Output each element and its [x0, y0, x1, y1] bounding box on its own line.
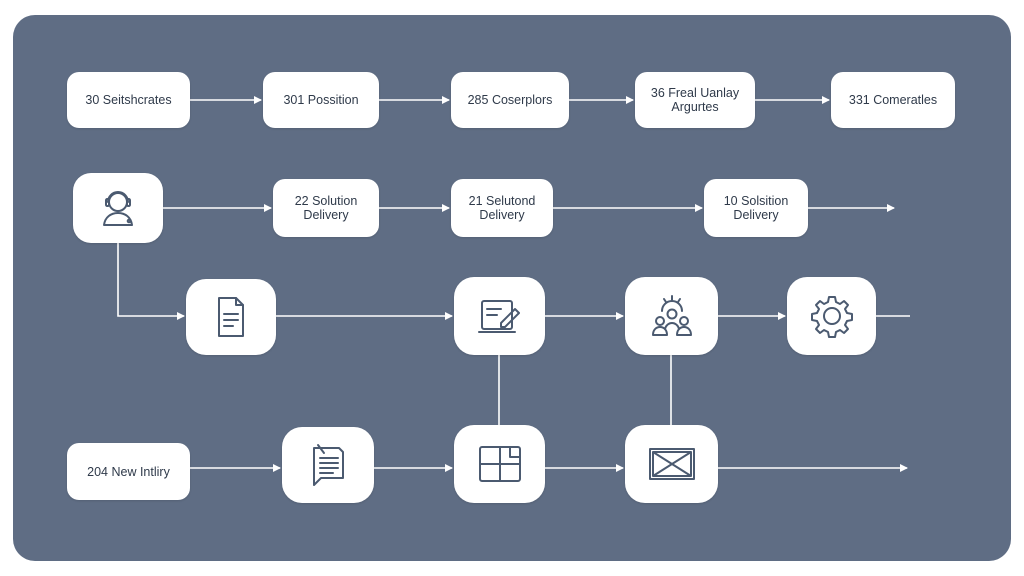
- node-label: 30 Seitshcrates: [85, 93, 172, 107]
- team-gear-icon: [648, 293, 696, 339]
- node-label: 285 Coserplors: [467, 93, 553, 107]
- node-label: 204 New Intliry: [87, 464, 170, 479]
- gear-icon: [809, 293, 855, 339]
- node-r1-1[interactable]: 30 Seitshcrates: [67, 72, 190, 128]
- node-gear[interactable]: [787, 277, 876, 355]
- node-document[interactable]: [186, 279, 276, 355]
- node-team[interactable]: [625, 277, 718, 355]
- crate-icon: [647, 446, 697, 482]
- layout-grid-icon: [477, 444, 523, 484]
- node-r1-4[interactable]: 36 Freal Uanlay Argurtes: [635, 72, 755, 128]
- node-r2-2[interactable]: 21 Selutond Delivery: [451, 179, 553, 237]
- node-r4-1[interactable]: 204 New Intliry: [67, 443, 190, 500]
- person-headset-icon: [95, 185, 141, 231]
- node-person[interactable]: [73, 173, 163, 243]
- arrow-elbow: [117, 243, 185, 320]
- node-label: 331 Comeratles: [848, 93, 938, 107]
- node-r2-3[interactable]: 10 Solsition Delivery: [704, 179, 808, 237]
- node-label: 10 Solsition Delivery: [723, 194, 789, 222]
- node-r2-1[interactable]: 22 Solution Delivery: [273, 179, 379, 237]
- node-r1-5[interactable]: 331 Comeratles: [831, 72, 955, 128]
- node-r1-3[interactable]: 285 Coserplors: [451, 72, 569, 128]
- node-box[interactable]: [625, 425, 718, 503]
- node-r1-2[interactable]: 301 Possition: [263, 72, 379, 128]
- node-grid[interactable]: [454, 425, 545, 503]
- document-icon: [211, 295, 251, 339]
- node-label: 301 Possition: [283, 93, 359, 107]
- clipboard-note-icon: [307, 442, 349, 488]
- node-label: 36 Freal Uanlay Argurtes: [650, 86, 740, 114]
- node-label: 22 Solution Delivery: [294, 194, 358, 222]
- node-note[interactable]: [282, 427, 374, 503]
- node-edit[interactable]: [454, 277, 545, 355]
- edit-form-icon: [477, 295, 523, 337]
- node-label: 21 Selutond Delivery: [468, 194, 536, 222]
